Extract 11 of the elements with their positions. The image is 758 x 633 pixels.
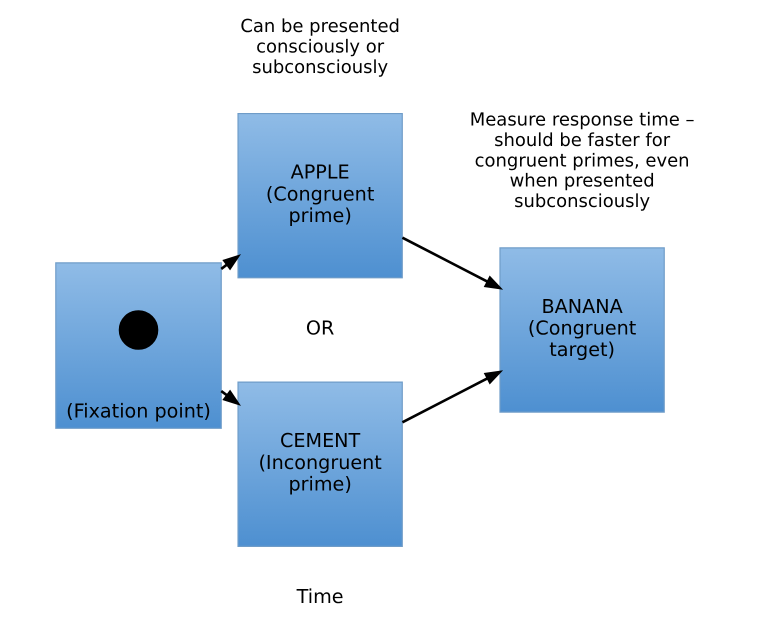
node-box: BANANA (Congruent target): [498, 247, 664, 413]
cluster: (Fixation point): [54, 262, 222, 429]
node-label: Can be presented consciously or subconsciously: [240, 16, 400, 78]
node-box: APPLE (Congruent prime): [236, 112, 402, 278]
node-box: CEMENT (Incongruent prime): [236, 382, 402, 547]
arrow: [401, 236, 503, 290]
label: OR: [305, 316, 334, 340]
label: Time: [296, 585, 344, 608]
node-circle: [118, 310, 158, 350]
node-label: Measure response time – should be faster for congruent primes, even when presented subconsciously: [469, 110, 694, 212]
arrow: [401, 370, 503, 424]
